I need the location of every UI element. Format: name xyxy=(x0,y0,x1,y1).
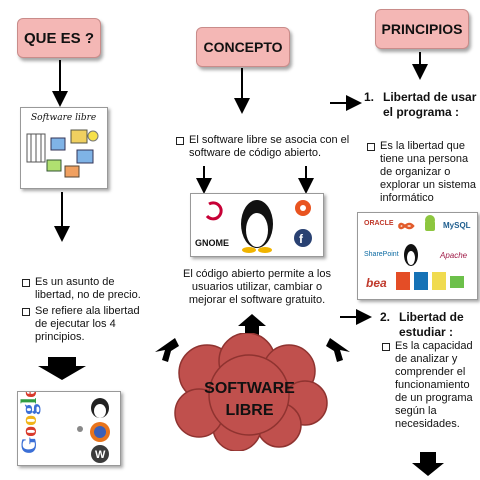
header-principios-label: PRINCIPIOS xyxy=(381,21,463,37)
debian-tux-ubuntu-fedora-icon: f xyxy=(205,200,312,253)
open-source-logos-image: Google W xyxy=(17,391,121,466)
principle-2-bullet: Es la capacidad de analizar y comprender… xyxy=(382,340,474,431)
header-que-es: QUE ES ? xyxy=(17,18,101,58)
bullet-checkbox-icon xyxy=(176,137,184,145)
header-concepto-label: CONCEPTO xyxy=(203,39,283,55)
svg-text:Google: Google xyxy=(18,392,41,454)
block-arrow-up-left xyxy=(155,338,179,362)
tux-small-icon xyxy=(404,244,418,266)
principle-1-title: Libertad de usar el programa : xyxy=(383,90,477,119)
cloud-title: SOFTWARE LIBRE xyxy=(167,378,332,422)
block-arrow-down-right xyxy=(412,452,444,476)
header-principios: PRINCIPIOS xyxy=(375,9,469,49)
left-bullet-1: Es un asunto de libertad, no de precio. xyxy=(22,276,142,302)
block-arrow-down-left xyxy=(38,357,86,380)
bullet-checkbox-icon xyxy=(367,143,375,151)
gnome-label: GNOME xyxy=(195,238,230,248)
software-brands-logos-image: ORACLE MySQL SharePoint Apache bea xyxy=(357,212,478,300)
bullet-checkbox-icon xyxy=(22,308,30,316)
principle-2-number: 2. xyxy=(380,310,391,324)
svg-text:W: W xyxy=(95,449,106,461)
header-concepto: CONCEPTO xyxy=(196,27,290,67)
android-logo-icon xyxy=(425,215,435,231)
computers-cartoon-icon xyxy=(26,129,99,178)
left-bullet-2: Se refiere ala libertad de ejecutar los … xyxy=(22,305,147,344)
apache-logo: Apache xyxy=(440,251,468,260)
cartoon-caption: Software libre xyxy=(31,113,97,123)
cloud-title-line1: SOFTWARE xyxy=(204,380,295,397)
left-bullet-1-text: Es un asunto de libertad, no de precio. xyxy=(35,276,141,301)
infinity-logo-icon xyxy=(397,222,415,230)
html5-css3-js-logos-icon xyxy=(396,272,464,290)
principle-1-bullet: Es la libertad que tiene una persona de … xyxy=(367,140,477,205)
bullet-checkbox-icon xyxy=(22,279,30,287)
sharepoint-logo: SharePoint xyxy=(364,251,399,258)
left-bullet-2-text: Se refiere ala libertad de ejecutar los … xyxy=(35,305,140,343)
cloud-title-line2: LIBRE xyxy=(225,402,274,419)
block-arrow-up-right xyxy=(326,338,350,362)
bea-logo: bea xyxy=(366,276,387,290)
block-arrow-up-center xyxy=(238,314,266,338)
google-firefox-linux-logos-icon: Google W xyxy=(18,392,110,463)
header-que-es-label: QUE ES ? xyxy=(23,29,94,47)
oracle-logo: ORACLE xyxy=(364,220,394,227)
software-libre-cloud xyxy=(174,333,328,451)
mysql-logo: MySQL xyxy=(443,221,471,230)
principle-1-number: 1. xyxy=(364,90,375,104)
software-libre-cartoon-image: Software libre xyxy=(20,107,108,189)
linux-distros-logos-image: f GNOME xyxy=(190,193,324,257)
concepto-bullet-text: El software libre se asocia con el softw… xyxy=(189,134,350,159)
bullet-checkbox-icon xyxy=(382,343,390,351)
principle-2-bullet-text: Es la capacidad de analizar y comprender… xyxy=(395,340,473,430)
principle-1-bullet-text: Es la libertad que tiene una persona de … xyxy=(380,140,476,204)
svg-text:f: f xyxy=(299,232,304,246)
codigo-abierto-paragraph: El código abierto permite a los usuarios… xyxy=(183,268,331,306)
principle-2-title: Libertad de estudiar : xyxy=(399,310,464,339)
concepto-bullet: El software libre se asocia con el softw… xyxy=(176,134,356,160)
